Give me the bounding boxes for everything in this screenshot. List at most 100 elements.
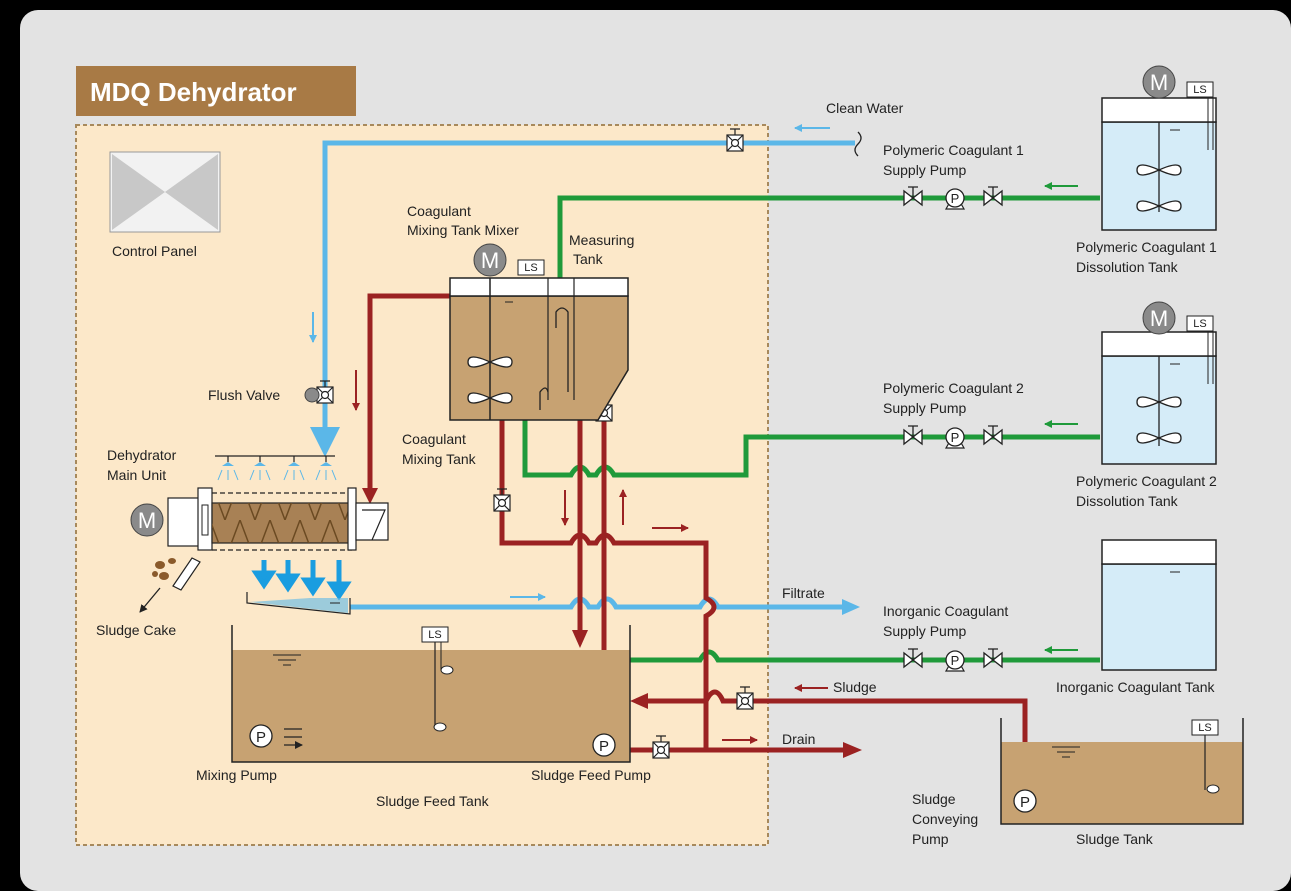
diagram-title: MDQ Dehydrator	[90, 77, 297, 107]
sludge-to-dehydrator-arrowhead	[362, 488, 378, 504]
sludge-tank	[1000, 718, 1244, 825]
mixing-tank-agitator	[467, 356, 513, 404]
flush-valve-actuator	[304, 387, 320, 403]
mixing-pump-symbol: P	[256, 729, 266, 746]
pc2-valve-left	[903, 425, 923, 446]
label-pc2-pump-line2: Supply Pump	[883, 400, 966, 416]
pc2-line	[522, 400, 1100, 478]
sludge-feed-pump: P	[592, 733, 616, 757]
pc1-valve-right	[983, 186, 1003, 207]
mixing-tank-ls-label: LS	[524, 262, 537, 274]
label-pc1-pump-line1: Polymeric Coagulant 1	[883, 142, 1024, 158]
spray-lines	[217, 469, 337, 481]
mixing-pump: P	[249, 724, 273, 748]
coagulant-mixing-tank	[449, 277, 629, 421]
label-measuring-line2: Tank	[573, 251, 604, 267]
sludge-return-valve	[736, 686, 754, 710]
sludge-return-arrowhead	[630, 693, 648, 709]
sludge-tank-ls-label: LS	[1198, 722, 1211, 734]
pc1-agitator	[1136, 164, 1182, 212]
label-mixer-line1: Coagulant	[407, 203, 471, 219]
clean-water-line	[322, 140, 855, 448]
flush-valve	[316, 380, 334, 404]
pc2-agitator	[1136, 396, 1182, 444]
label-mixing-tank-line1: Coagulant	[402, 431, 466, 447]
label-drain: Drain	[782, 731, 815, 747]
sludge-cake-chute	[152, 557, 201, 591]
label-conveying-line3: Pump	[912, 831, 949, 847]
inorg-valve-left	[903, 648, 923, 669]
label-flush-valve: Flush Valve	[208, 387, 280, 403]
pc1-supply-pump: P	[944, 188, 966, 210]
label-conveying-line2: Conveying	[912, 811, 978, 827]
dehydrator-motor: M	[130, 503, 164, 537]
pc1-ls: LS	[1186, 81, 1214, 98]
title-bar	[76, 66, 356, 116]
pc1-motor-symbol: M	[1150, 70, 1168, 95]
label-sludge-tank: Sludge Tank	[1076, 831, 1154, 847]
label-pc1-tank-line2: Dissolution Tank	[1076, 259, 1179, 275]
pc2-ls-label: LS	[1193, 318, 1206, 330]
pc2-motor: M	[1142, 301, 1176, 335]
label-inorg-tank: Inorganic Coagulant Tank	[1056, 679, 1216, 695]
pc2-ls: LS	[1186, 315, 1214, 332]
pc2-dissolution-tank	[1101, 331, 1217, 465]
label-pc2-tank-line2: Dissolution Tank	[1076, 493, 1179, 509]
mixing-tank-ls: LS	[517, 259, 545, 276]
pc2-supply-pump-symbol: P	[951, 430, 960, 445]
label-clean-water: Clean Water	[826, 100, 904, 116]
label-conveying-line1: Sludge	[912, 791, 956, 807]
measuring-tank-flow-marks	[539, 307, 569, 410]
mixing-tank-drain-valve	[493, 488, 511, 512]
sludge-conveying-pump: P	[1013, 789, 1037, 813]
label-inorg-pump-line2: Supply Pump	[883, 623, 966, 639]
pc1-motor: M	[1142, 65, 1176, 99]
dehydrator-main-unit	[167, 487, 389, 551]
label-sludge-feed-pump: Sludge Feed Pump	[531, 767, 651, 783]
inorganic-line	[625, 649, 1100, 663]
label-dehydrator-line1: Dehydrator	[107, 447, 177, 463]
pc2-motor-symbol: M	[1150, 306, 1168, 331]
label-sludge: Sludge	[833, 679, 877, 695]
clean-water-inlet-squiggle	[854, 131, 862, 157]
spray-nozzles	[222, 462, 332, 466]
sludge-cake-arrow	[139, 587, 161, 613]
pc1-supply-pump-symbol: P	[951, 191, 960, 206]
pc1-valve-left	[903, 186, 923, 207]
drain-valve	[652, 735, 670, 759]
label-measuring-line1: Measuring	[569, 232, 634, 248]
control-panel-icon	[109, 151, 221, 233]
filtrate-arrowhead	[842, 599, 860, 615]
filtrate-drop-arrows	[251, 560, 352, 601]
label-mixing-tank-line2: Mixing Tank	[402, 451, 477, 467]
conveying-pump-symbol: P	[1020, 794, 1030, 811]
label-inorg-pump-line1: Inorganic Coagulant	[883, 603, 1008, 619]
label-sludge-cake: Sludge Cake	[96, 622, 176, 638]
labels: Clean Water Polymeric Coagulant 1 Supply…	[96, 100, 1217, 847]
label-pc1-pump-line2: Supply Pump	[883, 162, 966, 178]
sludge-to-feed-tank-arrowhead	[572, 630, 588, 648]
pc1-dissolution-tank	[1101, 97, 1217, 231]
supply-pumps: P P P	[944, 188, 966, 672]
mixer-motor: M	[473, 243, 507, 277]
label-pc1-tank-line1: Polymeric Coagulant 1	[1076, 239, 1217, 255]
control-panel-label: Control Panel	[112, 243, 197, 259]
clean-water-valve	[726, 128, 744, 152]
valves	[304, 128, 1003, 759]
inorganic-coagulant-tank	[1101, 539, 1217, 671]
label-mixer-line2: Mixing Tank Mixer	[407, 222, 519, 238]
sludge-feed-pump-symbol: P	[599, 738, 609, 755]
label-sludge-feed-tank: Sludge Feed Tank	[376, 793, 490, 809]
pc2-supply-pump: P	[944, 427, 966, 449]
inorg-supply-pump-symbol: P	[951, 653, 960, 668]
spray-header	[215, 455, 335, 462]
label-dehydrator-line2: Main Unit	[107, 467, 166, 483]
sludge-tank-ls: LS	[1191, 719, 1219, 736]
label-pc2-pump-line1: Polymeric Coagulant 2	[883, 380, 1024, 396]
pc2-valve-right	[983, 425, 1003, 446]
mixer-motor-symbol: M	[481, 248, 499, 273]
filtrate-trough	[246, 592, 351, 615]
feed-tank-ls-label: LS	[428, 629, 441, 641]
label-filtrate: Filtrate	[782, 585, 825, 601]
inorg-valve-right	[983, 648, 1003, 669]
